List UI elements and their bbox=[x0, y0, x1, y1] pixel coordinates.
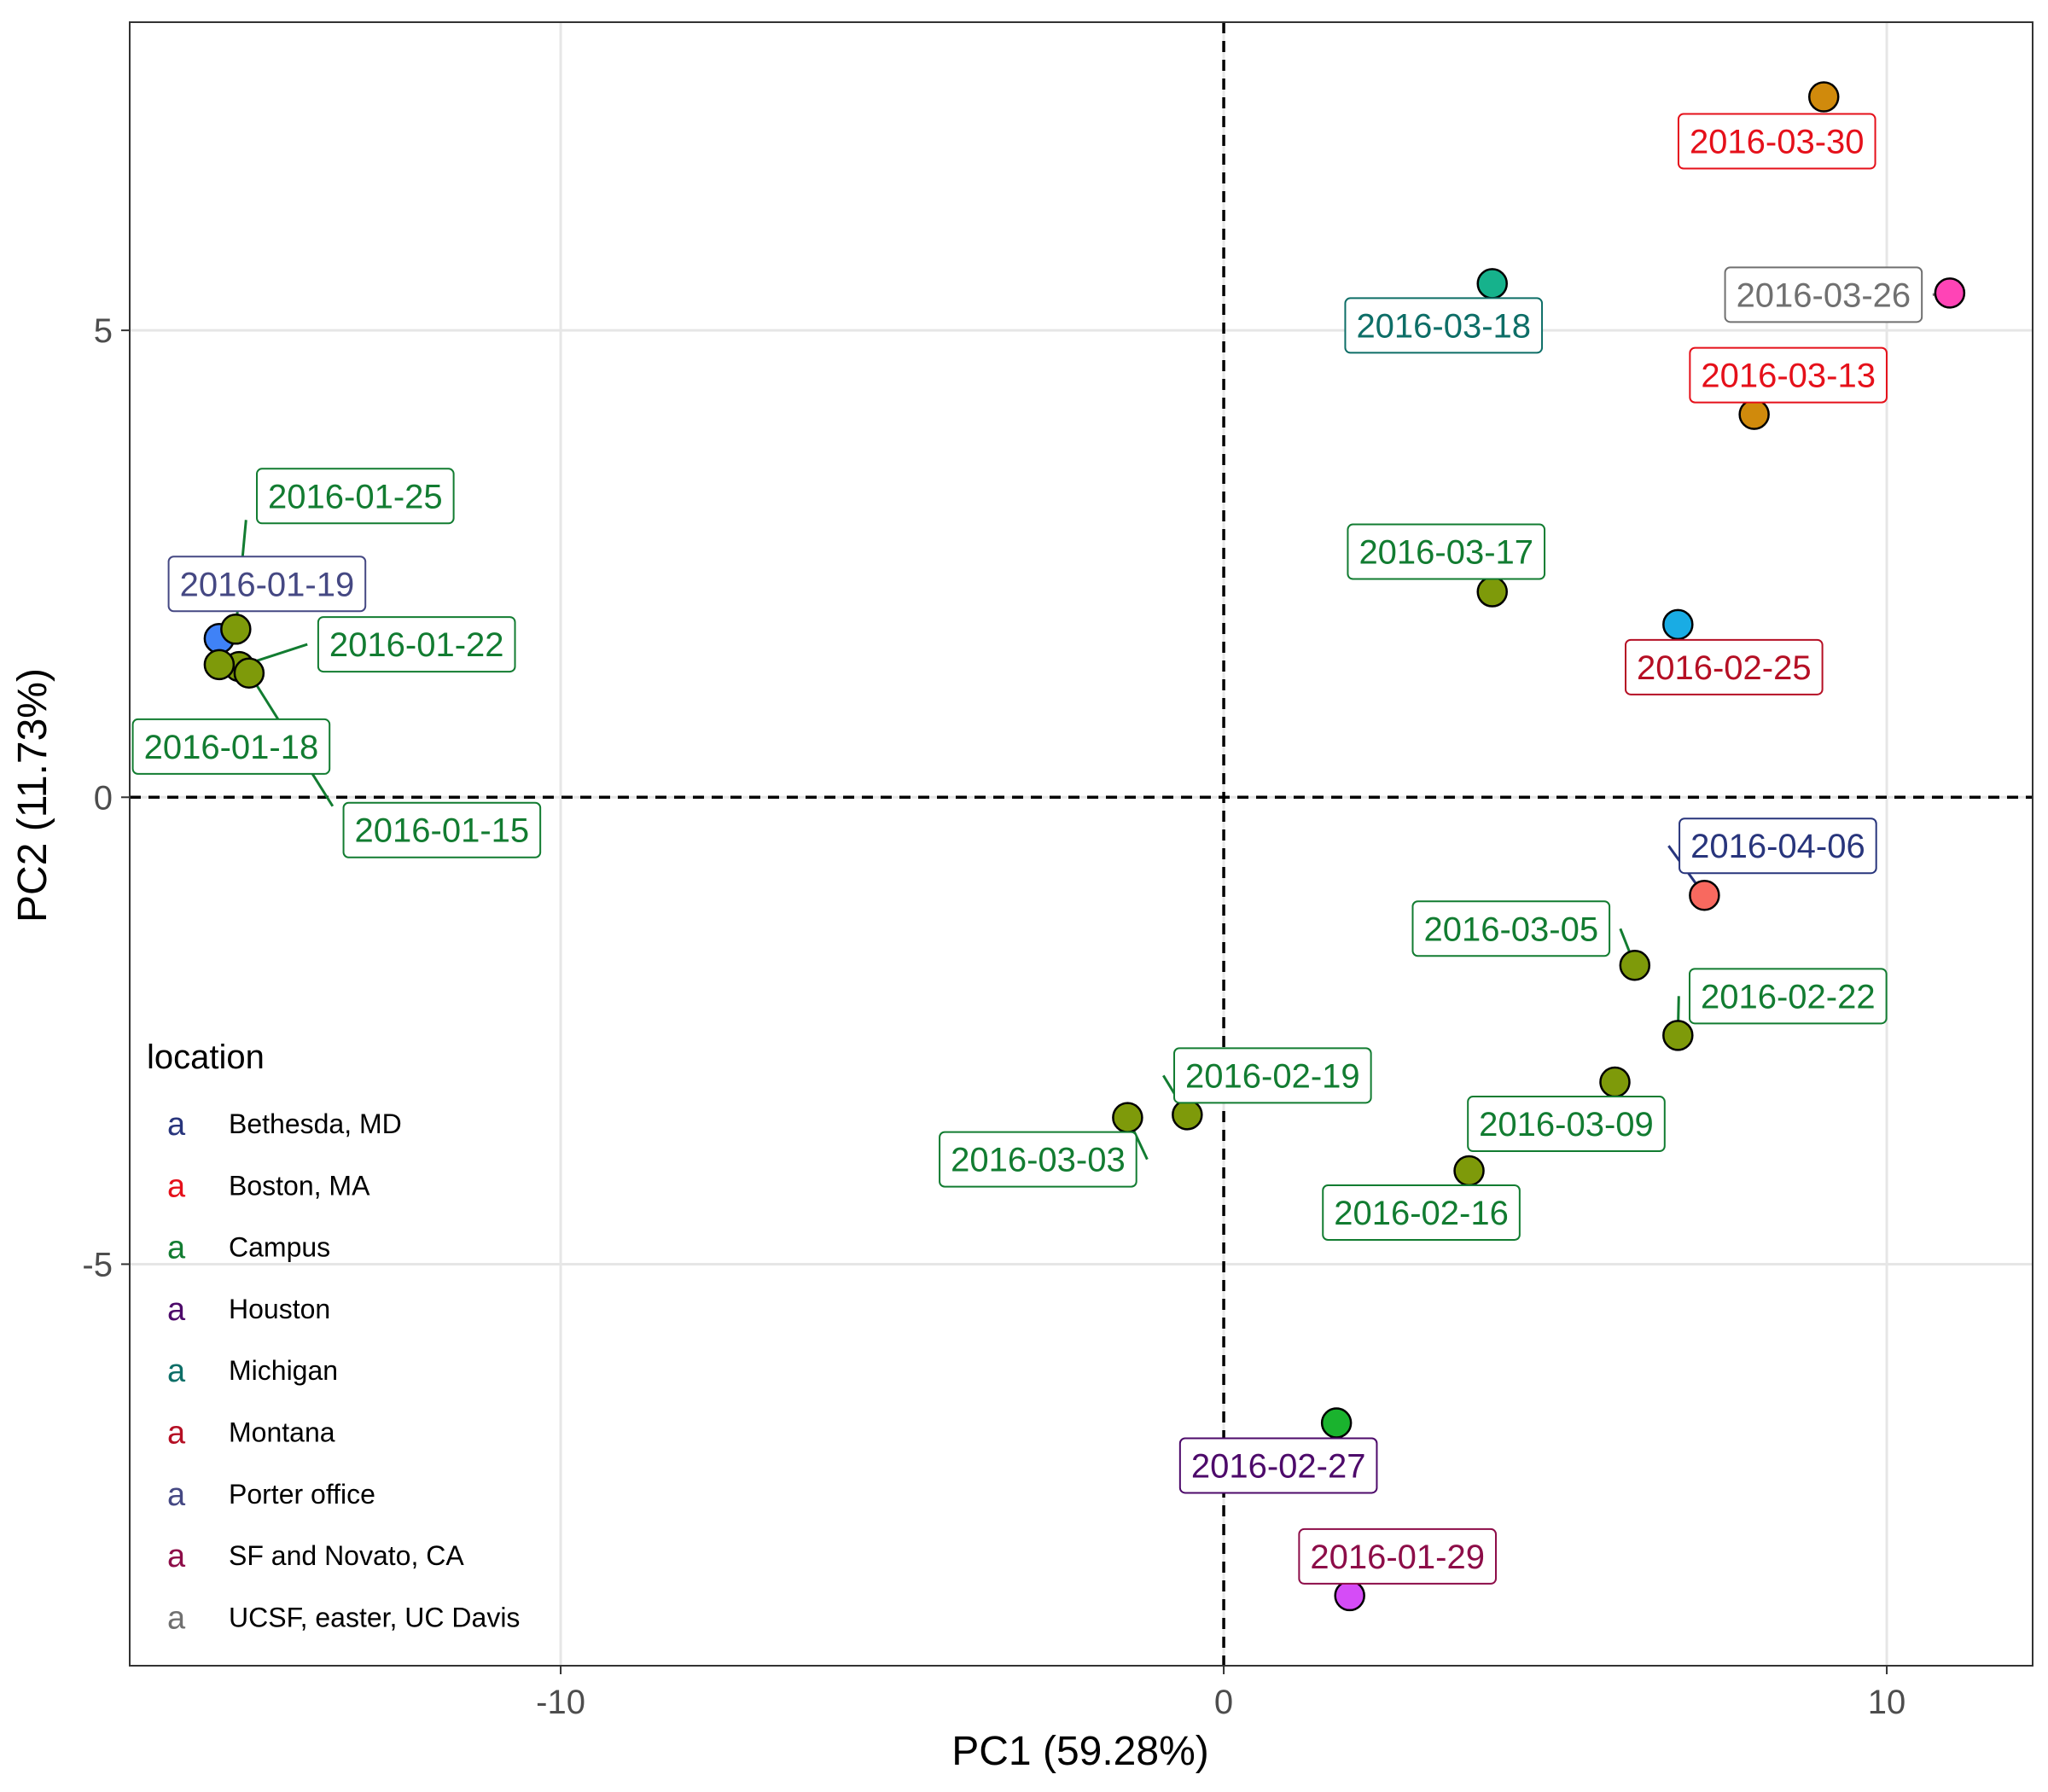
y-axis-title: PC2 (11.73%) bbox=[10, 668, 55, 922]
point-label-box bbox=[1688, 968, 1888, 1025]
legend-entry-label: Bethesda, MD bbox=[229, 1108, 402, 1139]
y-tick-label: -5 bbox=[82, 1246, 113, 1283]
point-label-box bbox=[1347, 523, 1546, 580]
point-label-box bbox=[1178, 1437, 1378, 1494]
point-label-box bbox=[1467, 1096, 1666, 1153]
axis-ticks: -10 0 10 -5 0 5 bbox=[82, 312, 1905, 1721]
legend-key-glyph: a bbox=[167, 1292, 186, 1328]
legend-entry-label: Campus bbox=[229, 1232, 330, 1263]
point-label: 2016-01-25 bbox=[268, 478, 443, 515]
point-label: 2016-02-16 bbox=[1334, 1195, 1509, 1232]
point-label-box bbox=[1624, 638, 1824, 695]
data-point bbox=[1662, 608, 1694, 641]
y-tick-label: 5 bbox=[94, 312, 113, 350]
point-label-box bbox=[256, 468, 455, 525]
legend-key-glyph: a bbox=[167, 1416, 186, 1452]
data-point bbox=[1599, 1066, 1631, 1098]
point-label-box bbox=[1724, 266, 1923, 323]
x-tick-label: 0 bbox=[1214, 1684, 1233, 1721]
legend-entry-label: UCSF, easter, UC Davis bbox=[229, 1602, 520, 1632]
x-axis-title: PC1 (59.28%) bbox=[951, 1729, 1208, 1774]
data-point bbox=[1934, 277, 1966, 309]
legend-key-glyph: a bbox=[167, 1107, 186, 1143]
data-point bbox=[1320, 1407, 1353, 1439]
legend-title: location bbox=[147, 1039, 265, 1076]
point-label-box bbox=[317, 616, 516, 673]
point-label: 2016-02-25 bbox=[1637, 649, 1812, 687]
point-label: 2016-03-05 bbox=[1423, 911, 1598, 948]
data-point bbox=[1112, 1102, 1143, 1133]
point-label: 2016-02-27 bbox=[1191, 1447, 1366, 1485]
legend-entry-label: SF and Novato, CA bbox=[229, 1540, 464, 1571]
data-point bbox=[1807, 81, 1840, 113]
point-label: 2016-02-19 bbox=[1185, 1057, 1360, 1095]
point-label: 2016-03-18 bbox=[1356, 307, 1531, 345]
point-label: 2016-01-19 bbox=[180, 566, 355, 603]
point-label-box bbox=[131, 718, 331, 775]
point-label-box bbox=[1411, 900, 1611, 957]
legend-key-glyph: a bbox=[167, 1168, 186, 1204]
point-label: 2016-03-13 bbox=[1701, 358, 1876, 395]
data-point bbox=[1334, 1580, 1365, 1612]
point-label-box bbox=[1679, 817, 1877, 875]
point-label: 2016-04-06 bbox=[1690, 828, 1865, 865]
legend-entry-label: Montana bbox=[229, 1417, 335, 1448]
point-label: 2016-02-22 bbox=[1701, 978, 1876, 1015]
point-label-box bbox=[1677, 113, 1876, 170]
point-label-box bbox=[939, 1131, 1137, 1188]
plot-panel-border bbox=[129, 21, 2033, 1667]
point-label-box bbox=[342, 801, 542, 858]
data-point bbox=[1619, 950, 1651, 981]
point-label-box bbox=[1344, 297, 1544, 354]
legend-key-glyph: a bbox=[167, 1600, 186, 1636]
reference-lines bbox=[130, 22, 2033, 1666]
legend-entry-label: Michigan bbox=[229, 1355, 338, 1386]
point-label: 2016-03-09 bbox=[1479, 1106, 1654, 1143]
data-point bbox=[1453, 1155, 1485, 1187]
point-label-box bbox=[1173, 1047, 1372, 1104]
x-tick-label: 10 bbox=[1868, 1684, 1906, 1721]
point-label: 2016-01-29 bbox=[1310, 1539, 1485, 1576]
legend-entry-label: Houston bbox=[229, 1294, 330, 1324]
point-label: 2016-03-30 bbox=[1690, 124, 1865, 161]
point-label: 2016-01-22 bbox=[329, 626, 504, 664]
data-point bbox=[1476, 576, 1508, 608]
data-point bbox=[1738, 399, 1770, 430]
data-point bbox=[1689, 879, 1720, 911]
data-point bbox=[1476, 268, 1508, 300]
point-label-box bbox=[1322, 1184, 1521, 1242]
point-label: 2016-03-17 bbox=[1359, 534, 1533, 572]
point-label: 2016-03-03 bbox=[951, 1142, 1126, 1179]
legend-entry-label: Porter office bbox=[229, 1479, 375, 1510]
x-tick-label: -10 bbox=[536, 1684, 585, 1721]
legend-key-glyph: a bbox=[167, 1477, 186, 1513]
point-label: 2016-01-15 bbox=[355, 812, 530, 850]
point-label: 2016-03-26 bbox=[1737, 276, 1911, 314]
point-label-box bbox=[1298, 1527, 1497, 1585]
legend-key-glyph: a bbox=[167, 1353, 186, 1389]
y-tick-label: 0 bbox=[94, 779, 113, 817]
point-label-box bbox=[1689, 346, 1888, 404]
point-labels: 2016-03-30 2016-03-26 2016-03-18 2016-03-13… bbox=[131, 113, 1923, 1585]
data-point bbox=[1662, 1020, 1694, 1051]
data-point bbox=[220, 614, 252, 645]
data-points bbox=[203, 81, 1966, 1612]
point-label: 2016-01-18 bbox=[144, 729, 319, 766]
point-label-box bbox=[167, 556, 367, 613]
data-point bbox=[1172, 1099, 1203, 1131]
legend-key-glyph: a bbox=[167, 1539, 186, 1574]
data-point bbox=[203, 649, 236, 681]
legend-entry-label: Boston, MA bbox=[229, 1170, 370, 1201]
data-point bbox=[233, 657, 265, 689]
legend-key-glyph: a bbox=[167, 1231, 186, 1266]
